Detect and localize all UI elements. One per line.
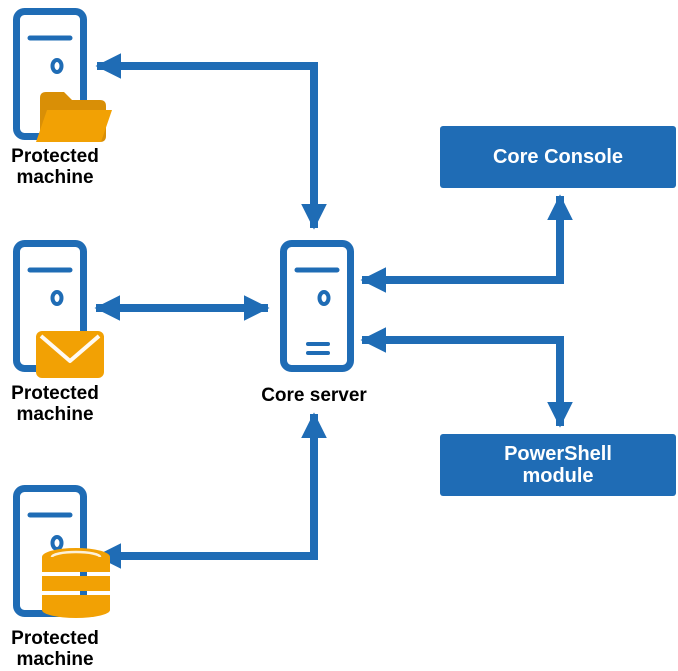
label-line: machine (16, 404, 94, 425)
label-line: machine (16, 167, 94, 188)
powershell-module-label-line: module (522, 465, 594, 487)
server-tower-icon (284, 244, 351, 369)
core-console-label: Core Console (492, 146, 624, 168)
connector-core-to-folder-machine (95, 53, 327, 230)
connector-core-to-powershell-module (360, 327, 573, 428)
core-server-label: Core server (244, 385, 384, 406)
powershell-module-label-line: PowerShell (504, 443, 612, 465)
label-line: machine (16, 649, 94, 670)
label-line: Core server (261, 385, 367, 406)
protected-machine-envelope-node (17, 244, 104, 378)
protected-machine-envelope-label: Protected machine (0, 383, 110, 425)
protected-machine-folder-label: Protected machine (0, 146, 110, 188)
connector-core-to-core-console (360, 194, 573, 293)
connector-core-to-database-machine (95, 412, 327, 569)
core-server-node (284, 244, 351, 369)
core-console-box: Core Console (440, 126, 676, 188)
folder-icon (36, 92, 112, 142)
protected-machine-database-label: Protected machine (0, 628, 110, 670)
database-icon (42, 548, 110, 618)
protected-machine-folder-node (17, 12, 112, 142)
envelope-icon (36, 331, 104, 378)
label-line: Protected (11, 628, 99, 649)
label-line: Protected (11, 146, 99, 167)
powershell-module-box: PowerShell module (440, 434, 676, 496)
label-line: Protected (11, 383, 99, 404)
protected-machine-database-node (17, 489, 110, 618)
